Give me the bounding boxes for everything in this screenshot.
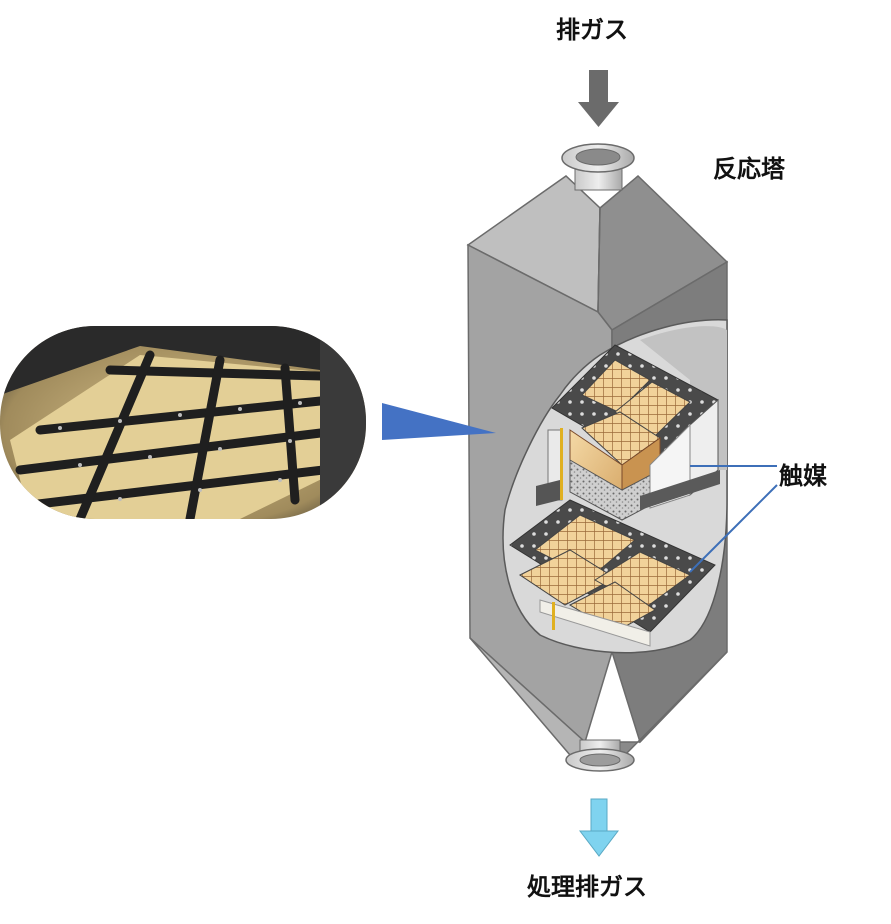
inlet-arrow bbox=[578, 70, 619, 127]
inlet-gas-label: 排ガス bbox=[556, 16, 628, 44]
cutaway-section bbox=[502, 319, 728, 654]
treated-gas-label: 処理排ガス bbox=[527, 873, 647, 901]
catalyst-label: 触媒 bbox=[779, 462, 827, 490]
catalyst-callout-line-lower bbox=[689, 484, 778, 573]
lower-catalyst-layer bbox=[509, 499, 716, 647]
outlet-arrow bbox=[578, 798, 620, 857]
reactor-tower-label: 反応塔 bbox=[713, 155, 785, 183]
pointer-triangle bbox=[382, 403, 496, 440]
catalyst-photo bbox=[0, 326, 366, 519]
upper-catalyst-layer bbox=[536, 344, 720, 521]
